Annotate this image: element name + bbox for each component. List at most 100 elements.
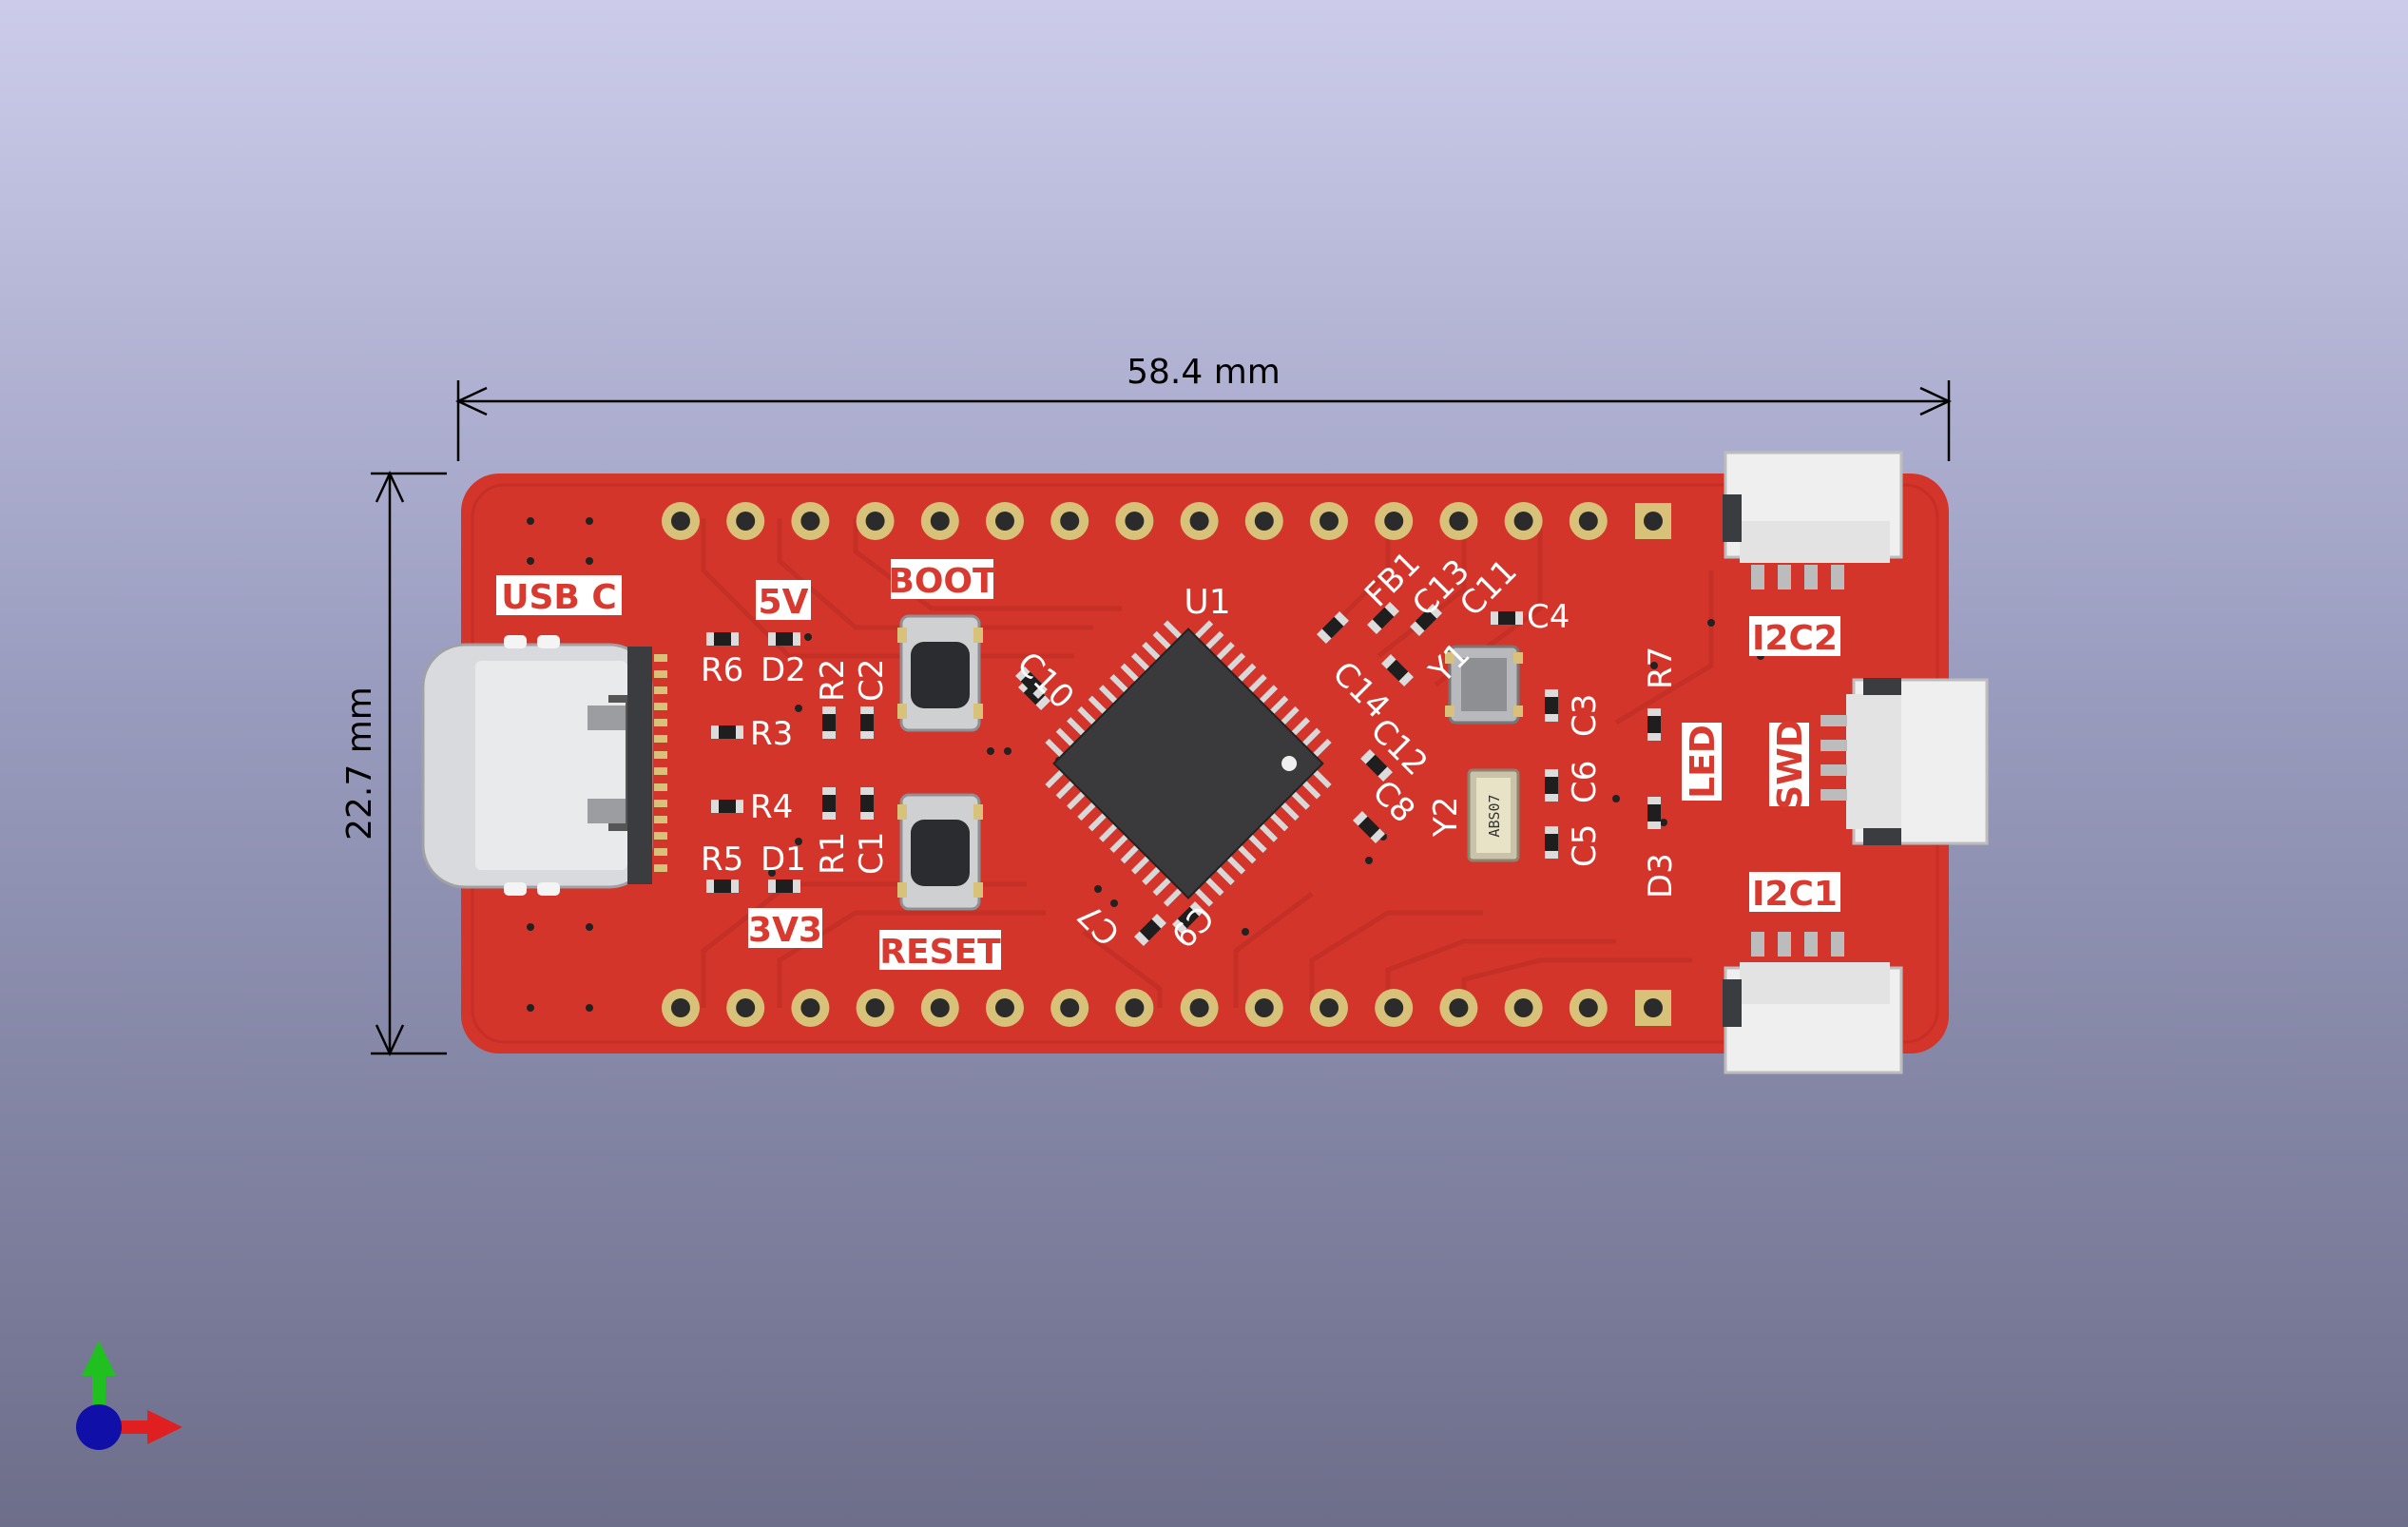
- i2c1-connector[interactable]: [1723, 932, 1903, 1074]
- smd-component: [860, 706, 874, 739]
- ref-r2: R2: [814, 659, 852, 702]
- ref-c2: C2: [853, 659, 891, 702]
- ref-y2: Y2: [1427, 797, 1465, 838]
- ref-u1: U1: [1184, 583, 1230, 622]
- label-3v3: 3V3: [748, 911, 822, 950]
- smd-component: [1360, 749, 1393, 782]
- height-dimension: [371, 471, 447, 1056]
- width-dimension: [455, 380, 1952, 461]
- ref-r5: R5: [701, 841, 743, 879]
- header-pin: [986, 989, 1024, 1027]
- smd-component: [1015, 667, 1048, 699]
- header-pin: [1439, 989, 1478, 1027]
- label-led: LED: [1684, 725, 1723, 798]
- smd-component: [1317, 611, 1349, 644]
- ref-c3: C3: [1566, 694, 1604, 737]
- ref-r1: R1: [814, 832, 852, 875]
- header-pin: [1439, 502, 1478, 540]
- header-pin: [1244, 989, 1283, 1027]
- smd-component: [706, 879, 739, 893]
- header-pin: [1504, 502, 1543, 540]
- header-pin: [920, 989, 959, 1027]
- smd-component: [711, 725, 743, 739]
- boot-button[interactable]: [897, 614, 983, 732]
- orientation-axes: [76, 1341, 183, 1450]
- crystal-y1: [1445, 645, 1523, 725]
- smd-component: [768, 632, 800, 646]
- header-pin: [726, 989, 765, 1027]
- crystal-y2: ABS07: [1467, 768, 1520, 862]
- header-pin: [1115, 989, 1154, 1027]
- label-i2c1: I2C1: [1752, 875, 1838, 914]
- axis-z-sphere: [76, 1404, 122, 1450]
- label-reset: RESET: [879, 933, 1001, 972]
- header-pin: [1050, 502, 1089, 540]
- label-usb-c: USB C: [501, 578, 617, 617]
- crystal-y2-marking: ABS07: [1486, 794, 1503, 837]
- smd-component: [1172, 901, 1204, 934]
- height-dimension-label: 22.7 mm: [340, 686, 379, 841]
- ref-r6: R6: [701, 651, 743, 689]
- header-pin: [1180, 502, 1219, 540]
- smd-component: [1647, 797, 1661, 829]
- header-pins-bottom: [662, 989, 1671, 1027]
- ref-r3: R3: [750, 715, 793, 753]
- header-pin: [662, 502, 700, 540]
- smd-component: [706, 632, 739, 646]
- swd-connector[interactable]: [1820, 678, 1989, 845]
- ref-d3: D3: [1642, 853, 1680, 899]
- label-i2c2: I2C2: [1752, 619, 1838, 658]
- mcu-u1[interactable]: [1024, 599, 1352, 927]
- ref-c6: C6: [1566, 761, 1604, 803]
- header-pin: [920, 502, 959, 540]
- smd-component: [1353, 811, 1385, 843]
- header-pin: [1180, 989, 1219, 1027]
- header-pin: [662, 989, 700, 1027]
- header-pins-top: [662, 502, 1671, 540]
- header-pin: [1569, 989, 1608, 1027]
- width-dimension-label: 58.4 mm: [1127, 353, 1281, 392]
- ref-c1: C1: [853, 832, 891, 875]
- smd-component: [822, 787, 836, 820]
- header-pin: [791, 989, 830, 1027]
- header-pin: [986, 502, 1024, 540]
- smd-component: [1367, 602, 1399, 634]
- smd-component: [768, 879, 800, 893]
- header-pin: [1050, 989, 1089, 1027]
- smd-component: [711, 800, 743, 813]
- reset-button[interactable]: [897, 793, 983, 911]
- header-pin: [1244, 502, 1283, 540]
- header-pin: [791, 502, 830, 540]
- smd-component: [1410, 604, 1442, 636]
- header-pin: [856, 502, 895, 540]
- ref-r4: R4: [750, 788, 793, 826]
- header-pin: [1635, 503, 1671, 539]
- header-pin: [856, 989, 895, 1027]
- silk-group-labels: USB C 5V 3V3 BOOT RESET I2C2 I2C1 LED SW…: [496, 559, 1840, 972]
- ref-d2: D2: [761, 651, 806, 689]
- ref-c4: C4: [1527, 598, 1570, 636]
- smd-component: [860, 787, 874, 820]
- header-pin: [1504, 989, 1543, 1027]
- header-pin: [1115, 502, 1154, 540]
- smd-component: [822, 706, 836, 739]
- usb-c-connector[interactable]: [421, 635, 667, 896]
- label-boot: BOOT: [888, 562, 996, 601]
- i2c2-connector[interactable]: [1723, 451, 1903, 590]
- via-holes: [527, 517, 1764, 1012]
- smd-component: [1545, 769, 1558, 802]
- header-pin: [1569, 502, 1608, 540]
- label-5v: 5V: [759, 583, 809, 622]
- smd-component: [1134, 914, 1166, 946]
- header-pin: [1310, 989, 1348, 1027]
- header-pin: [1310, 502, 1348, 540]
- smd-component: [1381, 654, 1414, 686]
- smd-component: [1545, 826, 1558, 859]
- ref-d1: D1: [761, 841, 806, 879]
- ref-c5: C5: [1566, 824, 1604, 867]
- ref-r7: R7: [1642, 647, 1680, 689]
- smd-component: [1491, 611, 1523, 625]
- smd-component: [1545, 689, 1558, 722]
- label-swd: SWD: [1771, 719, 1810, 810]
